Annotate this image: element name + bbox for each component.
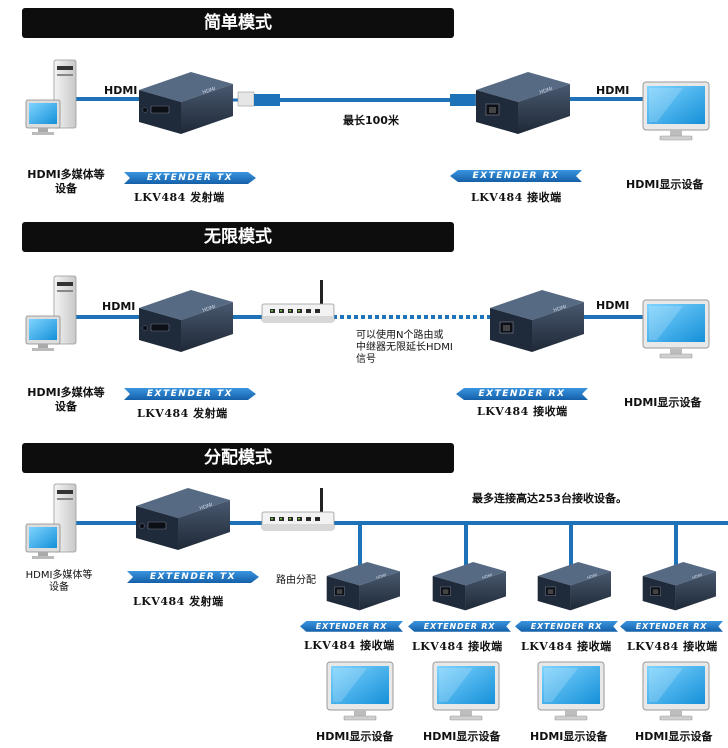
tx-extender-icon bbox=[138, 71, 234, 135]
display-monitor-icon bbox=[326, 661, 394, 721]
tx-model-label: LKV484 发射端 bbox=[134, 191, 225, 204]
rx-banner: EXTENDER RX bbox=[300, 621, 403, 633]
rx-extender-icon bbox=[326, 561, 401, 611]
rx-banner: EXTENDER RX bbox=[515, 621, 618, 633]
hdmi-label: HDMI bbox=[104, 84, 138, 97]
repeater-note: 可以使用N个路由或 中继器无限延长HDMI 信号 bbox=[356, 330, 453, 365]
section-title-distribution: 分配模式 bbox=[22, 443, 454, 473]
rj45-plug-left bbox=[237, 91, 280, 107]
source-pc-icon bbox=[25, 275, 77, 352]
rx-banner-text: EXTENDER RX bbox=[315, 622, 388, 631]
tx-extender-icon bbox=[138, 289, 234, 353]
rx-extender-icon bbox=[642, 561, 717, 611]
source-pc-icon bbox=[25, 483, 77, 560]
section-title-infinite: 无限模式 bbox=[22, 222, 454, 252]
display-device-label: HDMI显示设备 bbox=[530, 730, 608, 743]
distribution-mode-cables bbox=[75, 521, 728, 568]
source-device-label: HDMI多媒体等 设备 bbox=[27, 386, 105, 413]
tx-extender-icon bbox=[135, 487, 231, 551]
hdmi-label: HDMI bbox=[596, 299, 630, 312]
display-device-label: HDMI显示设备 bbox=[635, 730, 713, 743]
rx-banner-text: EXTENDER RX bbox=[635, 622, 708, 631]
display-device-label: HDMI显示设备 bbox=[626, 178, 704, 191]
rx-model-label: LKV484 接收端 bbox=[304, 639, 395, 652]
tx-banner: EXTENDER TX bbox=[124, 388, 256, 400]
display-monitor-icon bbox=[642, 299, 710, 359]
router-icon bbox=[261, 279, 335, 323]
rx-banner-text: EXTENDER RX bbox=[530, 622, 603, 631]
tx-model-label: LKV484 发射端 bbox=[133, 595, 224, 608]
tx-banner: EXTENDER TX bbox=[124, 172, 256, 184]
hdmi-label: HDMI bbox=[102, 300, 136, 313]
rx-banner-text: EXTENDER RX bbox=[423, 622, 496, 631]
rx-model-label: LKV484 接收端 bbox=[412, 640, 503, 653]
display-monitor-icon bbox=[642, 81, 710, 141]
rx-banner-text: EXTENDER RX bbox=[472, 171, 560, 181]
rx-model-label: LKV484 接收端 bbox=[627, 640, 718, 653]
rx-extender-icon bbox=[432, 561, 507, 611]
display-device-label: HDMI显示设备 bbox=[316, 730, 394, 743]
hdmi-label: HDMI bbox=[596, 84, 630, 97]
rx-extender-icon bbox=[475, 71, 571, 135]
router-icon bbox=[261, 487, 335, 531]
rx-model-label: LKV484 接收端 bbox=[471, 191, 562, 204]
rx-model-label: LKV484 接收端 bbox=[521, 640, 612, 653]
rx-banner-text: EXTENDER RX bbox=[478, 389, 566, 399]
display-monitor-icon bbox=[432, 661, 500, 721]
rx-extender-icon bbox=[537, 561, 612, 611]
rx-banner: EXTENDER RX bbox=[408, 621, 511, 633]
tx-banner-text: EXTENDER TX bbox=[146, 389, 234, 399]
display-device-label: HDMI显示设备 bbox=[624, 396, 702, 409]
tx-banner: EXTENDER TX bbox=[127, 571, 259, 583]
source-device-label: HDMI多媒体等 设备 bbox=[25, 570, 93, 593]
max-distance-label: 最长100米 bbox=[343, 114, 399, 127]
tx-banner-text: EXTENDER TX bbox=[146, 173, 234, 183]
source-pc-icon bbox=[25, 59, 77, 136]
source-device-label: HDMI多媒体等 设备 bbox=[27, 168, 105, 195]
tx-model-label: LKV484 发射端 bbox=[137, 407, 228, 420]
rx-model-label: LKV484 接收端 bbox=[477, 405, 568, 418]
rx-extender-icon bbox=[489, 289, 585, 353]
rx-banner: EXTENDER RX bbox=[450, 170, 582, 182]
section-title-simple: 简单模式 bbox=[22, 8, 454, 38]
router-label: 路由分配 bbox=[276, 575, 316, 586]
display-monitor-icon bbox=[642, 661, 710, 721]
display-monitor-icon bbox=[537, 661, 605, 721]
display-device-label: HDMI显示设备 bbox=[423, 730, 501, 743]
max-receivers-label: 最多连接高达253台接收设备。 bbox=[472, 492, 627, 505]
rx-banner: EXTENDER RX bbox=[456, 388, 588, 400]
tx-banner-text: EXTENDER TX bbox=[149, 572, 237, 582]
rx-banner: EXTENDER RX bbox=[620, 621, 723, 633]
